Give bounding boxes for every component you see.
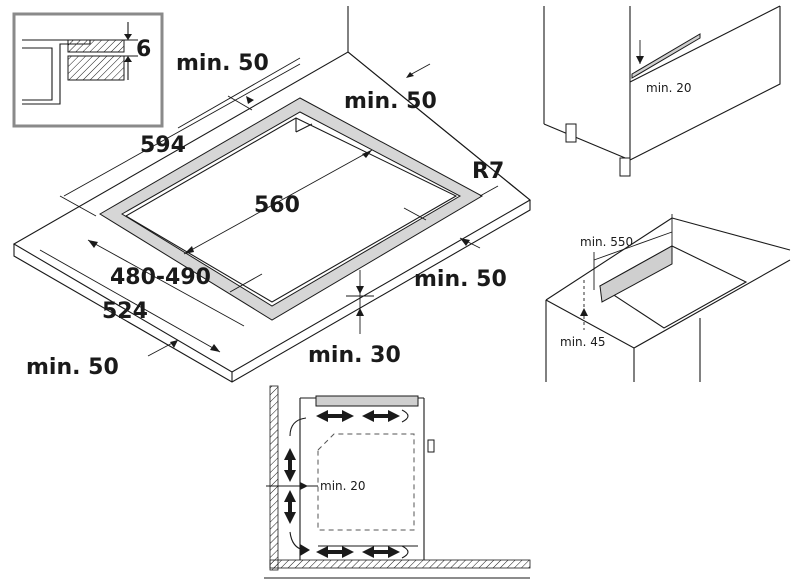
dim-depth-outer: 524 xyxy=(102,299,148,324)
edge-detail-inset: 6 xyxy=(12,12,164,128)
mid-right-depth-label: min. 45 xyxy=(560,335,606,349)
dim-top-right: min. 50 xyxy=(344,89,437,114)
oven-ventilation-drawing: min. 20 xyxy=(264,385,531,579)
dim-top-left: min. 50 xyxy=(176,51,269,76)
dim-width-outer: 594 xyxy=(140,133,186,158)
bottom-gap-label: min. 20 xyxy=(320,479,366,493)
tall-cabinet-drawing: min. 20 xyxy=(543,5,781,177)
thickness-label: 6 xyxy=(136,37,151,62)
mid-right-width-label: min. 550 xyxy=(580,235,633,249)
dim-depth-cutout: 480-490 xyxy=(110,265,211,290)
dim-front: min. 30 xyxy=(308,343,401,368)
worktop-width-drawing: min. 550 min. 45 xyxy=(545,214,791,382)
top-right-gap-label: min. 20 xyxy=(646,81,692,95)
dim-bottom-left: min. 50 xyxy=(26,355,119,380)
worktop-cutout-drawing: min. 50 min. 50 594 560 R7 480-490 524 m… xyxy=(12,6,531,383)
dim-width-inner: 560 xyxy=(254,193,300,218)
dim-radius: R7 xyxy=(472,159,504,184)
dim-right-side: min. 50 xyxy=(414,267,507,292)
